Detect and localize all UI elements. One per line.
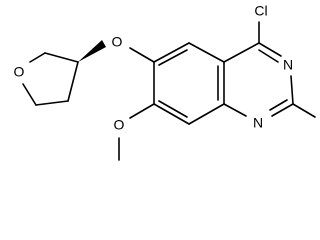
bond-c4a-c5 xyxy=(188,42,225,63)
bond-thf-c4-c3 xyxy=(67,61,79,102)
atom-o-methoxy: O xyxy=(114,117,125,133)
bond-c2-methyl xyxy=(292,103,316,118)
bond-thf-c3-c2 xyxy=(44,52,79,63)
bond-n1-c8a xyxy=(223,103,247,117)
bond-c6-o-ether xyxy=(129,47,155,63)
bond-c5-c6 xyxy=(153,42,190,63)
atom-o-ring: O xyxy=(14,64,25,80)
bond-thf-c2-o xyxy=(29,52,46,63)
bond-thf-c5-c4 xyxy=(35,100,69,106)
atom-n-top: N xyxy=(283,57,293,73)
bond-thf-o-c5 xyxy=(22,83,37,106)
chemical-structure: Cl N N O O O xyxy=(14,3,316,161)
atom-o-ether: O xyxy=(112,34,123,50)
bond-n3-c2 xyxy=(290,75,294,105)
bond-lines xyxy=(22,21,316,161)
atom-cl: Cl xyxy=(254,3,267,19)
bond-c2-n1 xyxy=(271,103,294,117)
bond-c7-o-methoxy xyxy=(129,103,155,119)
atom-labels: Cl N N O O O xyxy=(14,3,294,133)
bond-c4a-c4 xyxy=(223,42,260,63)
wedge-bond-stereocenter xyxy=(78,40,106,62)
bond-c7-c8-inner xyxy=(158,100,188,118)
bond-c5-c6-inner xyxy=(158,49,188,66)
bond-c4-n3 xyxy=(258,42,282,57)
atom-n-bottom: N xyxy=(253,115,263,131)
bond-c7-c8 xyxy=(153,103,190,125)
bond-c2-n1-inner xyxy=(269,99,288,111)
bond-c4-n3-inner xyxy=(258,49,279,63)
bond-c8-c8a xyxy=(188,103,225,125)
